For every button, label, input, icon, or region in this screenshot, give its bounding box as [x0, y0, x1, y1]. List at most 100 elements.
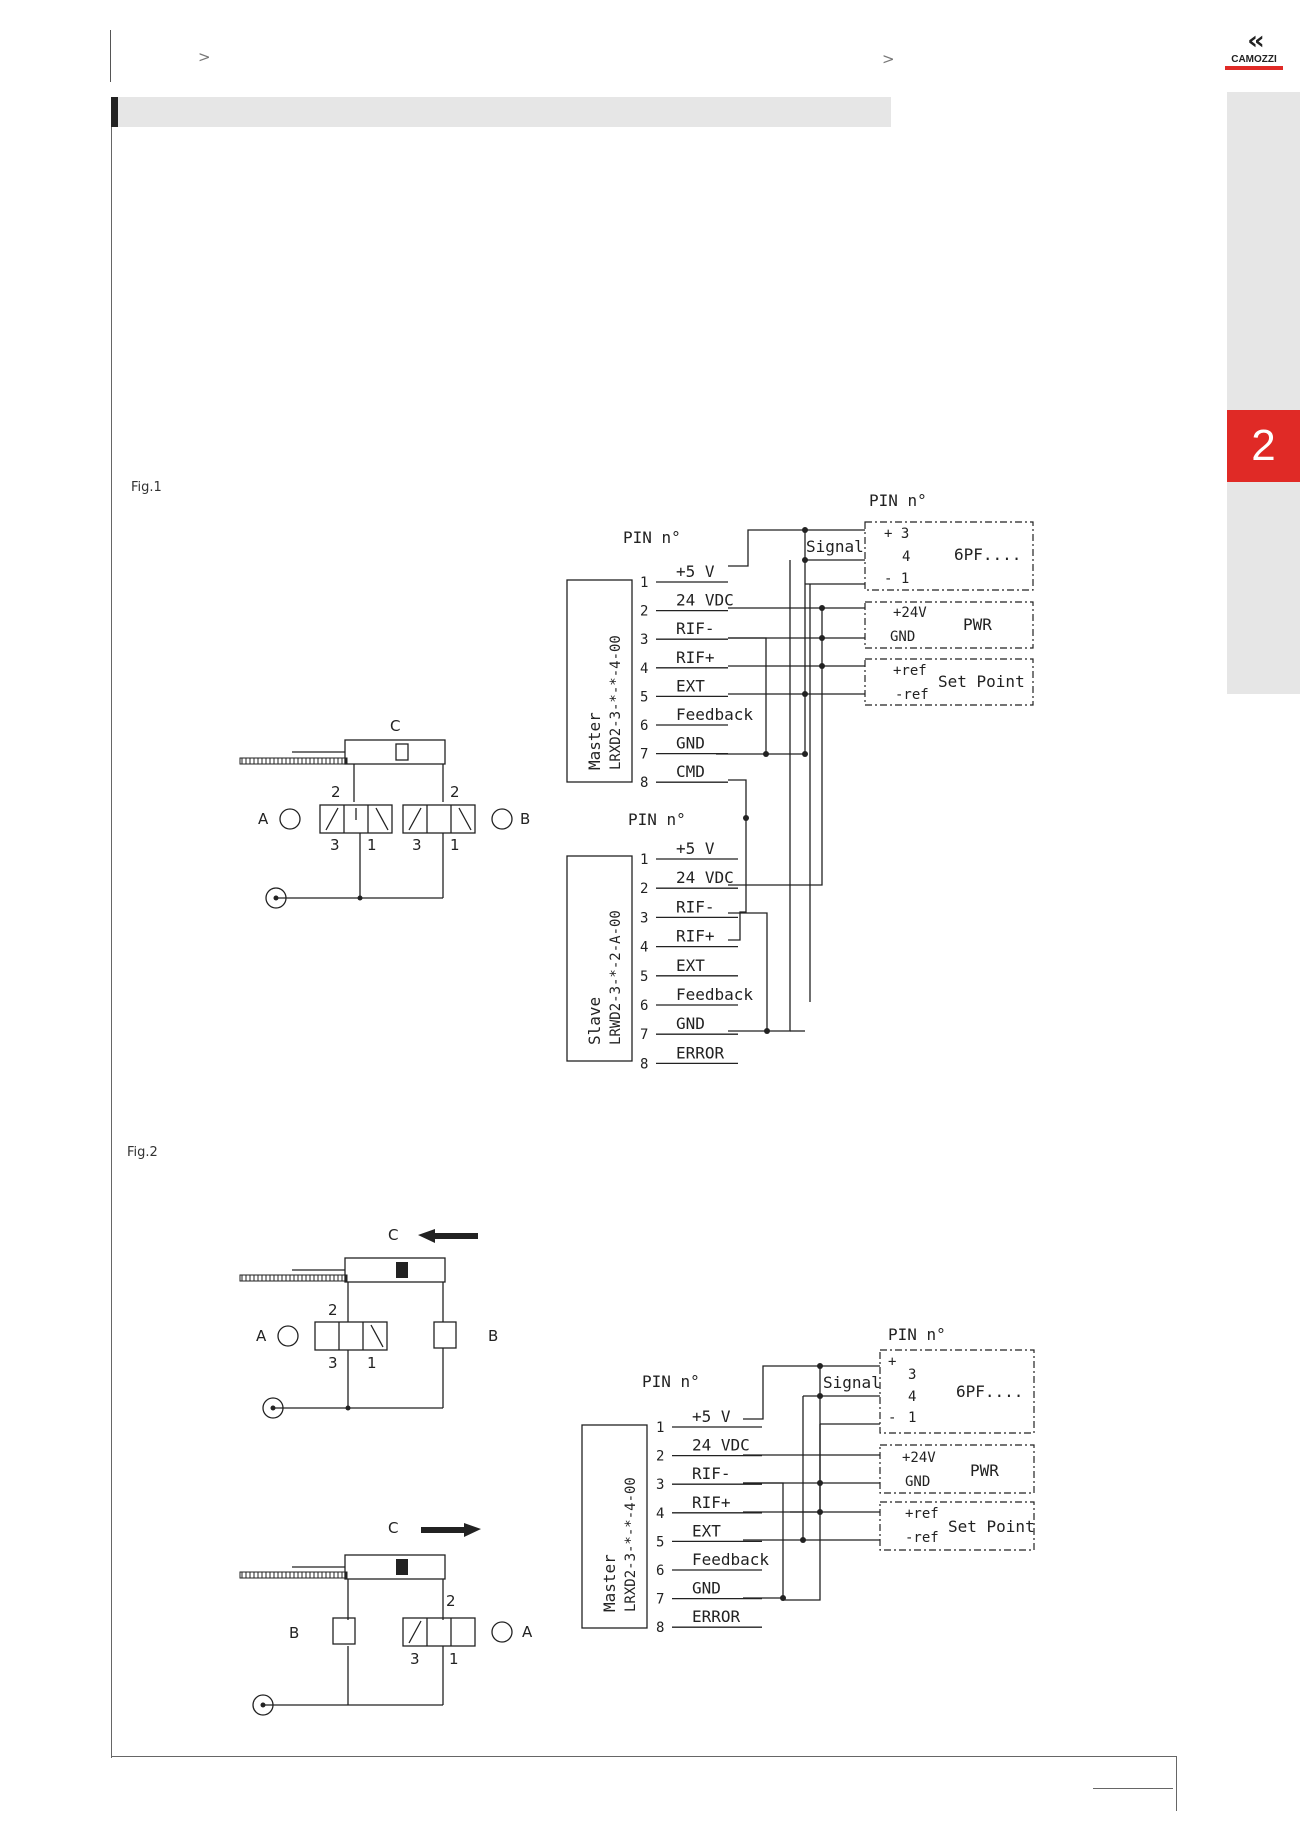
pin-name: Feedback [676, 985, 753, 1004]
fig2-top-valve [314, 1321, 388, 1351]
fig1-setpoint-box [864, 658, 1034, 706]
left-margin-line [110, 30, 111, 82]
fig2-master-model: LRXD2-3-*-*-4-00 [623, 1477, 639, 1612]
fig1-rack [239, 757, 348, 765]
svg-text:+24V: +24V [893, 605, 927, 621]
svg-text:1: 1 [367, 1354, 377, 1372]
svg-text:+ref: +ref [893, 663, 927, 679]
svg-text:+24V: +24V [902, 1450, 936, 1466]
fig2-label: Fig.2 [127, 1145, 158, 1160]
arrow-left-icon [418, 1229, 478, 1243]
pin-name: 24 VDC [676, 868, 734, 887]
svg-text:1: 1 [450, 836, 460, 854]
fig2-pin-header-device: PIN n° [888, 1325, 946, 1344]
pin-number: 8 [640, 775, 648, 791]
fig2-top-cylinder [344, 1257, 446, 1283]
fig2-6pf-box [879, 1349, 1035, 1434]
breadcrumb-left[interactable]: > [198, 48, 211, 66]
svg-text:3: 3 [330, 836, 340, 854]
fig1-valve-right [402, 804, 476, 834]
pin-number: 6 [640, 718, 648, 734]
svg-text:3: 3 [908, 1367, 916, 1383]
svg-text:3: 3 [410, 1650, 420, 1668]
content-left-rule [111, 118, 112, 1758]
svg-text:3: 3 [328, 1354, 338, 1372]
footer-page-rule [1093, 1788, 1173, 1789]
fig1-pin-header-device: PIN n° [869, 491, 927, 510]
camozzi-logo: ‹‹ CAMOZZI [1225, 28, 1283, 74]
svg-text:1: 1 [908, 1410, 916, 1426]
svg-text:- 1: - 1 [884, 571, 909, 587]
pin-number: 2 [640, 604, 648, 620]
svg-text:B: B [520, 810, 530, 828]
fig1-label: Fig.1 [131, 480, 162, 495]
footer-vertical-rule [1176, 1756, 1177, 1811]
fig1-master-model: LRXD2-3-*-*-4-00 [608, 635, 624, 770]
fig2-master-box [581, 1424, 648, 1629]
arrow-right-icon [421, 1523, 481, 1537]
bottom-rule [111, 1756, 1176, 1757]
fig1-supply [265, 887, 287, 909]
pin-number: 3 [640, 632, 648, 648]
fig2-master-label: Master [600, 1554, 619, 1612]
svg-text:A: A [522, 1623, 533, 1641]
svg-text:Signal: Signal [823, 1373, 881, 1392]
pin-number: 7 [640, 747, 648, 763]
pin-name: RIF+ [676, 927, 715, 946]
svg-text:-ref: -ref [905, 1530, 939, 1546]
svg-text:Set Point: Set Point [938, 672, 1025, 691]
svg-text:B: B [289, 1624, 299, 1642]
pin-number: 2 [656, 1449, 664, 1465]
section-tab[interactable]: 2 [1227, 410, 1300, 482]
pin-number: 1 [640, 852, 648, 868]
pin-number: 7 [640, 1027, 648, 1043]
svg-text:2: 2 [450, 783, 460, 801]
fig2-pwr-box [879, 1444, 1035, 1494]
fig1-6pf-box [864, 521, 1034, 591]
pin-number: 4 [640, 661, 648, 677]
pin-number: 5 [640, 969, 648, 985]
svg-text:+ 3: + 3 [884, 526, 909, 542]
pin-name: 24 VDC [692, 1436, 750, 1455]
fig2-pneumatic-top: C 2 A B 3 1 [239, 1226, 498, 1419]
svg-text:GND: GND [905, 1474, 930, 1490]
fig2-wiring-diagram: PIN n° PIN n° + - 3 4 1 6PF.... Signal +… [581, 1325, 1035, 1636]
breadcrumb-right[interactable]: > [882, 50, 895, 68]
pin-name: RIF- [676, 897, 715, 916]
pin-number: 4 [640, 940, 648, 956]
pin-number: 4 [656, 1506, 664, 1522]
fig2-setpoint-box [879, 1501, 1035, 1551]
svg-text:A: A [258, 810, 269, 828]
pin-name: GND [676, 1014, 705, 1033]
svg-text:1: 1 [367, 836, 377, 854]
svg-text:A: A [256, 1327, 267, 1345]
svg-text:3: 3 [412, 836, 422, 854]
pin-name: RIF- [676, 619, 715, 638]
fig1-pin-header-master: PIN n° [623, 528, 681, 547]
pin-number: 7 [656, 1592, 664, 1608]
svg-text:4: 4 [902, 549, 910, 565]
fig1-master-label: Master [585, 712, 604, 770]
fig2-pneumatic-bottom: C 2 B A 3 1 [239, 1519, 533, 1716]
svg-text:4: 4 [908, 1389, 916, 1405]
side-tab [1227, 92, 1300, 694]
pin-number: 5 [656, 1534, 664, 1550]
fig1-master-box [566, 579, 633, 783]
svg-text:6PF....: 6PF.... [954, 545, 1021, 564]
pin-number: 6 [656, 1563, 664, 1579]
pin-number: 1 [640, 575, 648, 591]
pin-number: 2 [640, 881, 648, 897]
svg-text:-ref: -ref [895, 687, 929, 703]
pin-name: +5 V [676, 562, 715, 581]
pin-number: 1 [656, 1420, 664, 1436]
pin-number: 8 [656, 1620, 664, 1636]
fig1-cylinder [344, 739, 446, 765]
pin-name: EXT [692, 1521, 721, 1540]
fig1-pneumatic-diagram: C 2 2 A B 3 1 3 1 [239, 717, 530, 909]
svg-text:2: 2 [328, 1301, 338, 1319]
brand-name: CAMOZZI [1231, 54, 1277, 65]
pin-name: EXT [676, 956, 705, 975]
pin-number: 6 [640, 998, 648, 1014]
fig1-valve-left [319, 804, 393, 834]
